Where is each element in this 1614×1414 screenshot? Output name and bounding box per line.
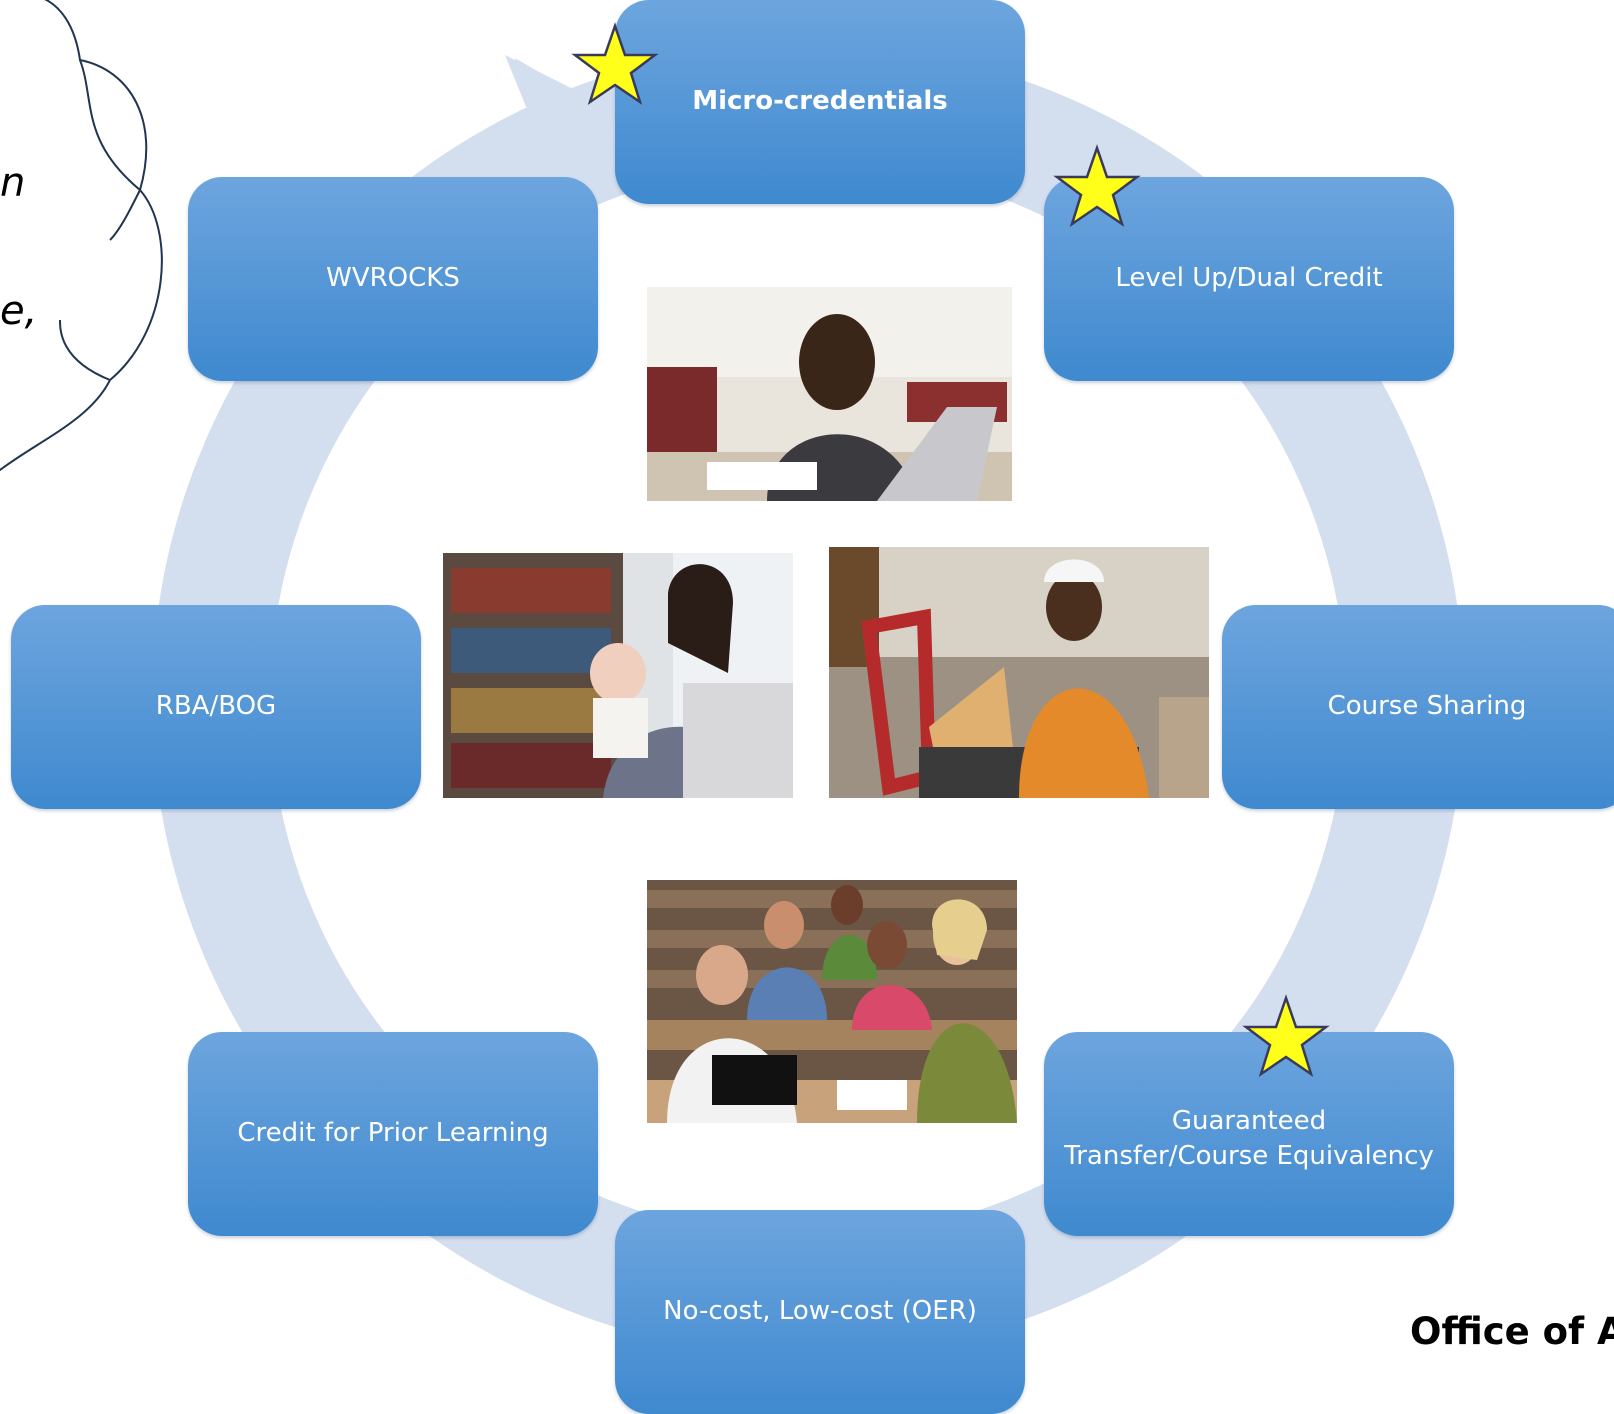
node-label: Course Sharing (1327, 691, 1527, 722)
cloud-text-fragment-2: e, (0, 288, 38, 334)
photo-student-laptop (647, 287, 1012, 501)
node-level-up-dual-credit[interactable]: Level Up/Dual Credit (1044, 177, 1454, 381)
node-label: WVROCKS (326, 263, 460, 294)
node-guaranteed-transfer[interactable]: Guaranteed Transfer/Course Equivalency (1044, 1032, 1454, 1236)
photo-mother-with-baby (443, 553, 793, 798)
thought-cloud (0, 0, 163, 471)
cycle-arrow-tip (505, 55, 605, 190)
node-label: No-cost, Low-cost (OER) (663, 1296, 977, 1327)
node-label: Micro-credentials (692, 86, 948, 117)
node-no-cost-low-cost[interactable]: No-cost, Low-cost (OER) (615, 1210, 1025, 1414)
node-micro-credentials[interactable]: Micro-credentials (615, 0, 1025, 204)
node-rba-bog[interactable]: RBA/BOG (11, 605, 421, 809)
node-credit-for-prior-learning[interactable]: Credit for Prior Learning (188, 1032, 598, 1236)
node-label: Credit for Prior Learning (237, 1118, 549, 1149)
cloud-text-fragment-1: n (0, 160, 26, 206)
node-label: Level Up/Dual Credit (1115, 263, 1383, 294)
photo-woman-woodworking (829, 547, 1209, 798)
node-label: Guaranteed Transfer/Course Equivalency (1064, 1105, 1434, 1171)
node-course-sharing[interactable]: Course Sharing (1222, 605, 1614, 809)
node-wvrocks[interactable]: WVROCKS (188, 177, 598, 381)
footer-office-text: Office of A (1410, 1310, 1614, 1353)
node-label: RBA/BOG (155, 691, 277, 722)
photo-adult-learners (647, 880, 1017, 1123)
